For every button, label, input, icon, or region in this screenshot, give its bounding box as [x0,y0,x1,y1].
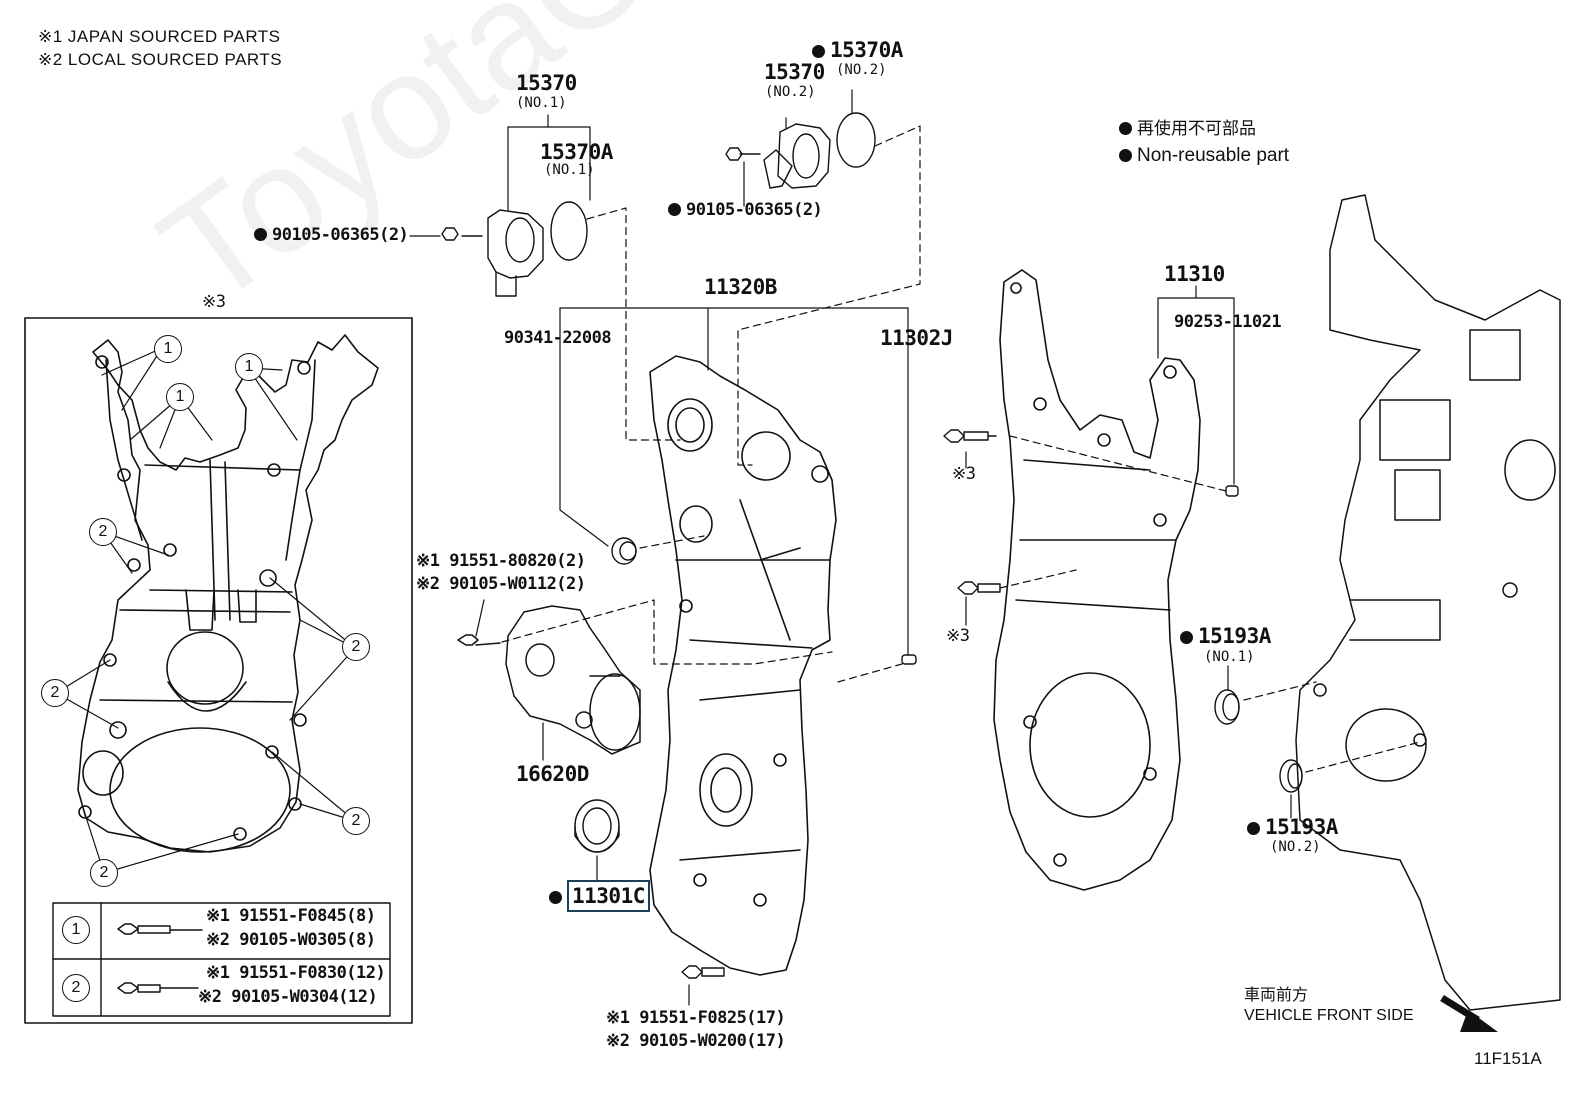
inset-callout-2d: 2 [342,807,370,835]
part-tensioner-bolt-local[interactable]: ※2 90105-W0112(2) [416,574,586,594]
plug-drawing [611,537,637,565]
oil-seal-no2-drawing [1279,759,1303,793]
note-japan-sourced: ※1 JAPAN SOURCED PARTS [38,27,281,46]
cam-sensor-no1-drawing [441,209,544,297]
part-15370-no2-sub: (NO.2) [765,84,816,100]
part-15193a-no1-sub: (NO.1) [1204,649,1255,665]
vehicle-front-jp: 車両前方 [1244,985,1309,1004]
part-90105-06365-left[interactable]: 90105-06365(2) [254,227,409,244]
part-15193a-no2-sub: (NO.2) [1270,839,1321,855]
part-bottom-bolt-jp[interactable]: ※1 91551-F0825(17) [606,1008,786,1028]
crankshaft-oil-seal-drawing [574,799,620,853]
part-90253-11021[interactable]: 90253-11021 [1174,312,1282,332]
table-key-1: 1 [62,916,90,944]
inset-callout-2e: 2 [90,859,118,887]
table-row1-local[interactable]: ※2 90105-W0305(8) [206,930,376,950]
table-row1-jp[interactable]: ※1 91551-F0845(8) [206,906,376,926]
table-row2-jp[interactable]: ※1 91551-F0830(12) [206,963,386,983]
part-11302j[interactable]: 11302J [880,326,953,350]
mark-3-lower: ※3 [946,626,970,646]
part-90341-22008[interactable]: 90341-22008 [504,328,612,348]
table-bolt-icons [117,923,203,994]
table-row2-local[interactable]: ※2 90105-W0304(12) [198,987,378,1007]
part-15193a-no1-number[interactable]: 15193A [1180,626,1271,647]
part-bottom-bolt-local[interactable]: ※2 90105-W0200(17) [606,1031,786,1051]
inset-callout-2c: 2 [41,679,69,707]
inset-timing-cover-drawing [77,334,379,853]
inset-callout-2a: 2 [89,518,117,546]
part-15370a-no1-sub: (NO.1) [544,162,595,178]
leader-lines [409,89,1292,1006]
mark-3-upper: ※3 [952,464,976,484]
inset-callout-1b: 1 [166,383,194,411]
figure-code: 11F151A [1474,1049,1542,1068]
part-11310[interactable]: 11310 [1164,262,1225,286]
oring-no2-drawing [836,112,876,168]
legend-non-reusable-en: Non-reusable part [1119,146,1289,165]
part-11301c[interactable]: 11301C [549,880,650,912]
oil-seal-no1-drawing [1214,689,1240,725]
inset-callout-1c: 1 [235,353,263,381]
note-local-sourced: ※2 LOCAL SOURCED PARTS [38,50,283,69]
alignment-lines [501,125,1421,773]
part-15193a-no2-number[interactable]: 15193A [1247,817,1338,838]
legend-non-reusable-jp: 再使用不可部品 [1119,120,1256,137]
timing-chain-cover-drawing [649,355,837,976]
timing-cover-plate-drawing [993,269,1201,891]
inset-callout-leaders [55,347,356,874]
chain-tensioner-drawing [457,605,641,755]
inset-callout-2b: 2 [342,633,370,661]
inset-frame [24,317,413,1024]
oring-no1-drawing [550,201,588,261]
dowel-pin-drawing [901,654,917,665]
part-15370a-no1-number[interactable]: 15370A [540,140,613,164]
part-11320b[interactable]: 11320B [704,275,777,299]
bottom-bolt-drawing [681,965,725,979]
part-15370-no1-number[interactable]: 15370 [516,71,577,95]
part-15370-no2-number[interactable]: 15370 [764,60,825,84]
engine-block-drawing [1295,194,1561,1011]
table-key-2: 2 [62,974,90,1002]
part-tensioner-bolt-jp[interactable]: ※1 91551-80820(2) [416,551,586,571]
vehicle-front-en: VEHICLE FRONT SIDE [1244,1007,1414,1024]
inset-label: ※3 [202,292,226,312]
plate-bolts-drawing [943,429,1001,595]
part-15370a-no2-number[interactable]: 15370A [812,40,903,61]
part-16620d[interactable]: 16620D [516,762,589,786]
part-11301c-highlight[interactable]: 11301C [567,880,650,912]
part-90105-06365-mid[interactable]: 90105-06365(2) [668,202,823,219]
cam-sensor-no2-drawing [725,123,831,189]
vehicle-front-arrow-icon [1440,995,1498,1032]
part-15370-no1-sub: (NO.1) [516,95,567,111]
inset-callout-1a: 1 [154,335,182,363]
part-15370a-no2-sub: (NO.2) [836,62,887,78]
pin-drawing [1225,485,1239,497]
